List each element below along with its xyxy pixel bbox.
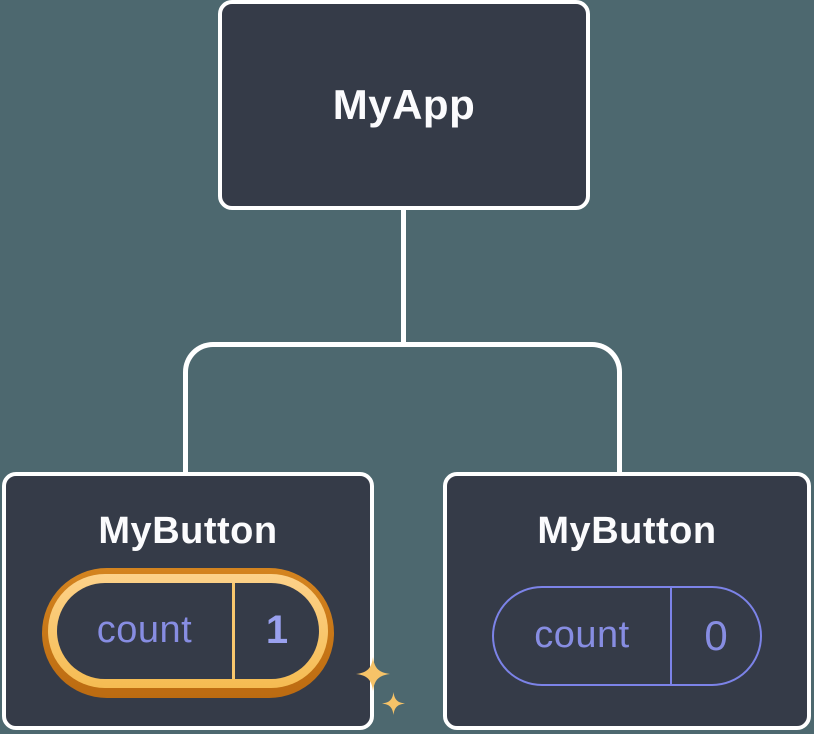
node-mybutton-2: MyButton count 0 [443, 472, 811, 730]
pill-divider [232, 582, 235, 679]
connector-root-stem [401, 208, 406, 344]
state-key-label: count [534, 614, 630, 657]
state-pill-count-1: count 1 [57, 582, 319, 679]
state-pill-highlight-ring: count 1 [42, 567, 334, 698]
sparkle-icon [356, 656, 390, 691]
node-myapp-label: MyApp [332, 80, 476, 128]
node-mybutton-1: MyButton count 1 [2, 472, 405, 730]
state-pill-count-0: count 0 [492, 585, 762, 686]
sparkle-icon [382, 691, 405, 715]
state-value: 0 [704, 611, 728, 659]
state-key-label: count [96, 609, 193, 652]
state-pill-highlight-ring-inner: count 1 [48, 573, 328, 688]
node-myapp: MyApp [218, 0, 590, 210]
node-mybutton-2-label: MyButton [537, 510, 717, 552]
pill-divider [670, 587, 672, 684]
node-mybutton-1-label: MyButton [98, 510, 278, 552]
state-value: 1 [265, 608, 289, 653]
state-pill-wrap: count 1 [42, 567, 405, 715]
connector-branch-bracket [183, 342, 622, 474]
